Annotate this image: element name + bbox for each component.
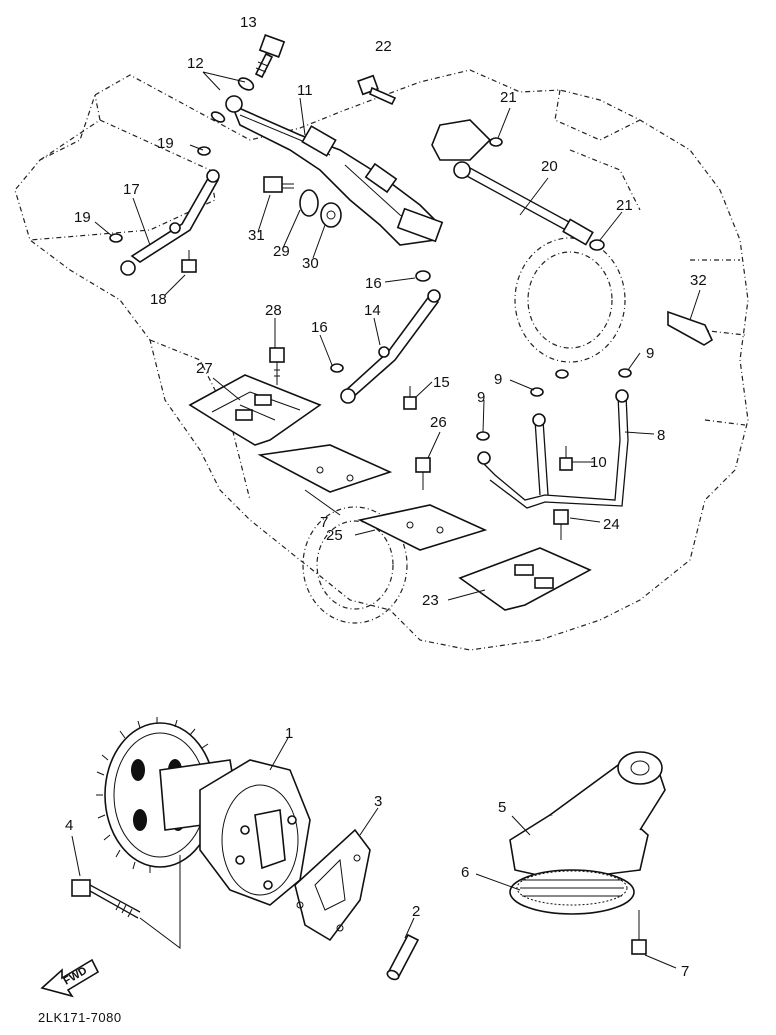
label-5: 5 xyxy=(498,799,506,816)
label-4: 4 xyxy=(65,817,73,834)
label-21a: 21 xyxy=(500,89,517,106)
label-29: 29 xyxy=(273,243,290,260)
pipe-14 xyxy=(340,289,441,404)
o-rings-21 xyxy=(489,137,605,251)
label-27: 27 xyxy=(196,360,213,377)
label-10: 10 xyxy=(590,454,607,471)
bolt-7 xyxy=(631,910,647,955)
label-19b: 19 xyxy=(74,209,91,226)
label-18: 18 xyxy=(150,291,167,308)
label-23: 23 xyxy=(422,592,439,609)
label-28: 28 xyxy=(265,302,282,319)
gasket-3 xyxy=(294,828,371,942)
label-9c: 9 xyxy=(477,389,485,406)
label-7b: 7 xyxy=(681,963,689,980)
bolt-15 xyxy=(403,386,417,410)
banjo-bolt-13 xyxy=(254,34,286,79)
label-17: 17 xyxy=(123,181,140,198)
union-bolt-22 xyxy=(357,74,397,106)
label-16a: 16 xyxy=(365,275,382,292)
label-2: 2 xyxy=(412,903,420,920)
label-32: 32 xyxy=(690,272,707,289)
label-19a: 19 xyxy=(157,135,174,152)
main-oil-pipe-11 xyxy=(225,95,444,246)
label-12: 12 xyxy=(187,55,204,72)
part-labels: 13 22 12 11 21 19 20 17 21 19 31 29 30 1… xyxy=(65,14,707,980)
baffle-plate-27 xyxy=(188,374,322,446)
label-30: 30 xyxy=(302,255,319,272)
fwd-arrow-icon: FWD xyxy=(40,958,100,998)
bolt-28 xyxy=(269,347,285,385)
label-7a: 7 xyxy=(320,514,328,531)
oil-pump-1 xyxy=(96,717,311,906)
strainer-screen-6 xyxy=(509,869,635,915)
label-11: 11 xyxy=(297,82,313,99)
baffle-plate-23 xyxy=(458,547,592,611)
bolt-26 xyxy=(415,457,431,490)
fitting-32 xyxy=(667,310,714,346)
label-9a: 9 xyxy=(646,345,654,362)
label-1: 1 xyxy=(285,725,293,742)
label-21b: 21 xyxy=(616,197,633,214)
bolt-4 xyxy=(71,879,141,919)
label-22: 22 xyxy=(375,38,392,55)
label-24: 24 xyxy=(603,516,620,533)
reference-code: 2LK171-7080 xyxy=(38,1010,122,1025)
crankcase-outline xyxy=(14,69,749,651)
oil-pipe-17 xyxy=(120,169,220,276)
oil-strainer-5 xyxy=(509,751,666,881)
fitting-18 xyxy=(181,250,197,273)
oil-pipe-20 xyxy=(431,119,594,246)
o-rings-19 xyxy=(109,146,211,243)
leader-lines xyxy=(71,71,701,969)
dowel-pin-2 xyxy=(386,933,420,981)
label-15: 15 xyxy=(433,374,450,391)
baffle-plate-25 xyxy=(357,504,488,551)
bolt-31-washers-29-30 xyxy=(263,176,342,228)
label-16b: 16 xyxy=(311,319,328,336)
baffle-plate-7 xyxy=(257,444,393,493)
label-13: 13 xyxy=(240,14,257,31)
label-3: 3 xyxy=(374,793,382,810)
label-8: 8 xyxy=(657,427,665,444)
bolt-24 xyxy=(553,509,569,540)
oil-delivery-pipe-8 xyxy=(477,389,629,509)
label-25: 25 xyxy=(326,527,343,544)
o-rings-16 xyxy=(330,270,431,373)
label-14: 14 xyxy=(364,302,381,319)
label-26: 26 xyxy=(430,414,447,431)
label-9b: 9 xyxy=(494,371,502,388)
label-6: 6 xyxy=(461,864,469,881)
label-31: 31 xyxy=(248,227,265,244)
label-20: 20 xyxy=(541,158,558,175)
bolt-10 xyxy=(559,446,573,471)
